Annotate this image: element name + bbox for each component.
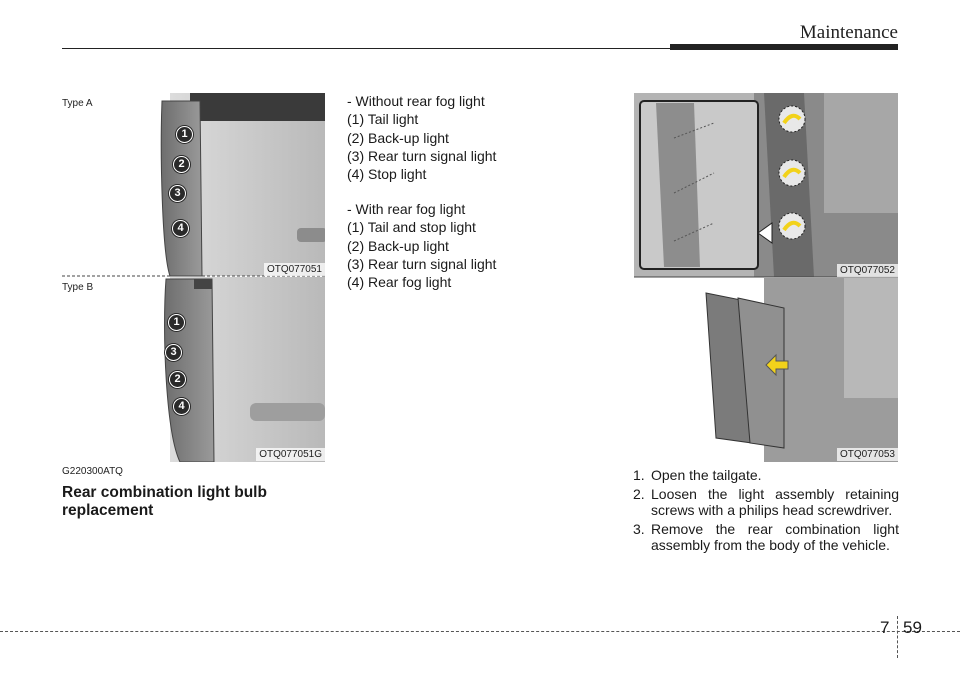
bulb-list-title: - Without rear fog light [347, 93, 485, 109]
bulb-list-item: (2) Back-up light [347, 237, 449, 254]
bottom-figure-code: OTQ077053 [836, 448, 898, 461]
step-number: 2. [633, 485, 645, 502]
section-heading: Rear combination light bulb replacement [62, 484, 322, 520]
section-title: Maintenance [799, 22, 898, 43]
type-b-callout-3: 3 [165, 344, 182, 361]
bulb-list-item: (3) Rear turn signal light [347, 255, 497, 272]
figure-taillight-types: Type A 1 2 3 4 OTQ077051 Type B 1 3 2 4 … [62, 93, 325, 462]
type-a-figure-code: OTQ077051 [263, 263, 325, 276]
chapter-number: 7 [880, 618, 890, 637]
header-rule-thick [670, 44, 898, 50]
bulb-list-item: (4) Stop light [347, 166, 427, 183]
footer-rule [0, 631, 960, 632]
page-number: 59 [903, 618, 922, 637]
bulb-list-item: (4) Rear fog light [347, 274, 452, 291]
type-a-label: Type A [62, 98, 93, 109]
bulb-list-item: (2) Back-up light [347, 129, 449, 146]
top-figure-code: OTQ077052 [836, 264, 898, 277]
step-item: 3. Remove the rear combination light ass… [633, 521, 899, 554]
type-b-callout-2: 2 [169, 371, 186, 388]
type-b-figure-code: OTQ077051G [256, 448, 325, 461]
bulb-list-item: (1) Tail and stop light [347, 219, 476, 236]
taillight-photo [62, 93, 325, 462]
removal-steps-list: 1. Open the tailgate. 2. Loosen the ligh… [633, 467, 899, 556]
type-a-callout-2: 2 [173, 156, 190, 173]
bulb-list-item: (1) Tail light [347, 111, 419, 128]
section-code: G220300ATQ [62, 466, 123, 477]
heading-line: replacement [62, 502, 154, 519]
step-number: 3. [633, 520, 645, 537]
footer-divider [897, 616, 898, 658]
bulb-list-title: - With rear fog light [347, 201, 466, 217]
step-text: Remove the rear combination light assemb… [651, 520, 899, 554]
bulb-list-item: (3) Rear turn signal light [347, 147, 497, 164]
header-rule [62, 48, 670, 49]
type-b-callout-1: 1 [168, 314, 185, 331]
step-text: Loosen the light assembly retaining scre… [651, 485, 899, 519]
bulb-list-without-fog: - Without rear fog light (1) Tail light … [347, 92, 496, 183]
removal-photo [634, 93, 898, 462]
type-a-callout-4: 4 [172, 220, 189, 237]
type-b-label: Type B [62, 282, 94, 293]
step-item: 1. Open the tailgate. [633, 467, 899, 484]
step-number: 1. [633, 467, 645, 483]
figure-removal-steps: OTQ077052 OTQ077053 [634, 93, 898, 462]
bulb-list-with-fog: - With rear fog light (1) Tail and stop … [347, 200, 496, 291]
step-text: Open the tailgate. [651, 467, 762, 483]
type-a-callout-3: 3 [169, 185, 186, 202]
step-item: 2. Loosen the light assembly retaining s… [633, 486, 899, 519]
type-a-callout-1: 1 [176, 126, 193, 143]
type-b-callout-4: 4 [173, 398, 190, 415]
heading-line: Rear combination light bulb [62, 484, 267, 501]
